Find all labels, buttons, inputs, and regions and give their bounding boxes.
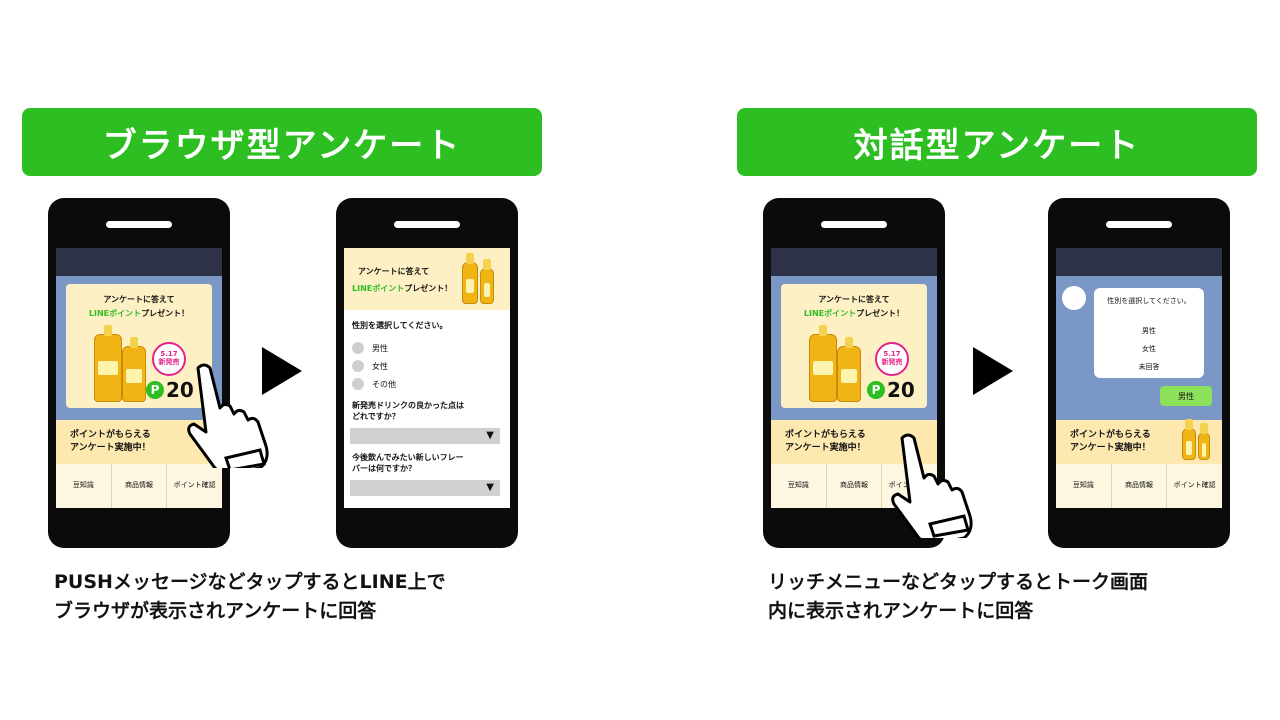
survey-header-line2: LINEポイントプレゼント！	[352, 284, 453, 293]
browser-caption: PUSHメッセージなどタップするとLINE上で ブラウザが表示されアンケートに回…	[54, 571, 446, 622]
avatar	[1062, 286, 1086, 310]
radio-option[interactable]: 女性	[352, 360, 388, 372]
dialog-survey-banner: 対話型アンケート	[737, 108, 1257, 176]
rich-menu-item[interactable]: ポイント確認	[173, 481, 216, 490]
bottle-image	[462, 253, 478, 304]
radio-icon	[352, 342, 364, 354]
rich-menu-item[interactable]: ポイント確認	[1173, 481, 1216, 490]
rich-menu-item[interactable]: 豆知識	[56, 464, 112, 508]
bottle-image	[94, 325, 122, 402]
arrow-right-icon	[262, 347, 302, 395]
phone-speaker	[1106, 221, 1172, 228]
phone-speaker	[821, 221, 887, 228]
rich-menu-item[interactable]: 商品情報	[112, 464, 168, 508]
phone-speaker	[394, 221, 460, 228]
radio-option[interactable]: 男性	[352, 342, 388, 354]
bubble-question: 性別を選択してください。	[1107, 297, 1191, 305]
arrow-right-icon	[973, 347, 1013, 395]
survey-header-line1: アンケートに答えて	[358, 267, 430, 276]
radio-icon	[352, 360, 364, 372]
radio-icon	[352, 378, 364, 390]
answer-option[interactable]: 男性	[1142, 327, 1156, 335]
dialog-caption: リッチメニューなどタップするとトーク画面 内に表示されアンケートに回答	[768, 571, 1149, 622]
rich-menu-item[interactable]: 商品情報	[1112, 464, 1168, 508]
promo-line1: アンケートに答えて	[818, 295, 890, 304]
radio-option[interactable]: その他	[352, 378, 396, 390]
status-bar	[56, 248, 222, 276]
question-drink: 新発売ドリンクの良かった点はどれですか？	[352, 401, 464, 422]
user-reply-bubble: 男性	[1160, 386, 1212, 406]
bottle-image	[1182, 419, 1196, 460]
phone-dialog-talk: 性別を選択してください。 男性 女性 未回答 男性 ポイントがもらえるアンケート…	[1048, 198, 1230, 548]
message-bubble: 性別を選択してください。 男性 女性 未回答	[1094, 288, 1204, 378]
select-dropdown[interactable]: ▼	[350, 428, 500, 444]
tapping-hand-icon	[187, 363, 269, 468]
phone-speaker	[106, 221, 172, 228]
bottle-image	[1198, 423, 1210, 460]
phone-browser-survey: アンケートに答えて LINEポイントプレゼント！ 性別を選択してください。 男性…	[336, 198, 518, 548]
answer-option[interactable]: 未回答	[1138, 363, 1160, 371]
question-flavor: 今後飲んでみたい新しいフレーバーは何ですか？	[352, 453, 464, 474]
question-gender: 性別を選択してください。	[352, 321, 448, 330]
browser-survey-banner: ブラウザ型アンケート	[22, 108, 542, 176]
select-dropdown[interactable]: ▼	[350, 480, 500, 496]
promo-line2: LINEポイントプレゼント！	[88, 309, 190, 318]
talk-screen: 性別を選択してください。 男性 女性 未回答 男性 ポイントがもらえるアンケート…	[1056, 248, 1222, 508]
survey-header: アンケートに答えて LINEポイントプレゼント！	[344, 248, 510, 310]
rich-menu: 豆知識 商品情報 ポイント確認	[1056, 464, 1222, 508]
rich-menu: 豆知識 商品情報 ポイント確認	[56, 464, 222, 508]
status-bar	[771, 248, 937, 276]
answer-option[interactable]: 女性	[1142, 345, 1156, 353]
bottle-image	[837, 337, 861, 402]
rich-menu-item[interactable]: 豆知識	[771, 464, 827, 508]
tapping-hand-icon	[891, 433, 973, 538]
promo-line2: LINEポイントプレゼント！	[803, 309, 905, 318]
survey-screen: アンケートに答えて LINEポイントプレゼント！ 性別を選択してください。 男性…	[344, 248, 510, 508]
rich-menu-item[interactable]: 豆知識	[1056, 464, 1112, 508]
bottle-image	[122, 337, 146, 402]
status-bar	[1056, 248, 1222, 276]
rich-menu-item[interactable]: 商品情報	[827, 464, 883, 508]
bottle-image	[809, 325, 837, 402]
promo-line1: アンケートに答えて	[103, 295, 175, 304]
bottle-image	[480, 259, 494, 304]
